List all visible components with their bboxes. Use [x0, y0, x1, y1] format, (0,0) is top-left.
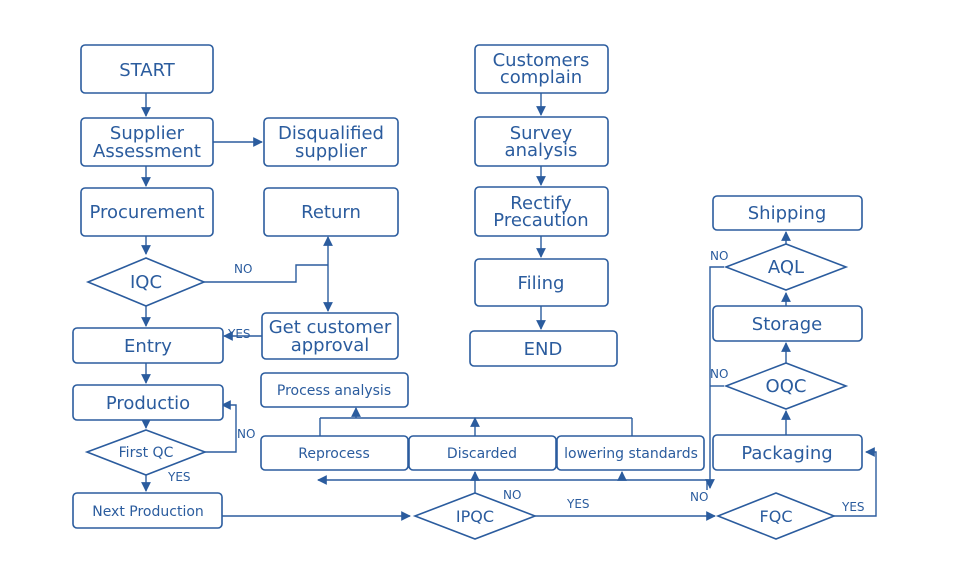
- node-start: START: [80, 44, 214, 94]
- node-rectify-precaution: Rectify Precaution: [474, 186, 609, 237]
- node-end-label: END: [524, 339, 563, 360]
- node-fqc: FQC: [715, 492, 837, 540]
- node-first-qc: First QC: [84, 429, 208, 476]
- node-approval-label-1: Get customer: [269, 317, 392, 338]
- edge-iqc-no: [204, 264, 328, 283]
- label-approval-yes: YES: [227, 327, 251, 341]
- edge-labels: NO YES NO YES NO YES NO YES NO NO: [167, 249, 865, 514]
- label-fqc-no: NO: [690, 490, 708, 504]
- node-process-analysis-label: Process analysis: [277, 383, 391, 399]
- node-next-production: Next Production: [72, 492, 223, 529]
- node-first-qc-label: First QC: [119, 445, 174, 461]
- edge-aql-no: [705, 266, 724, 489]
- node-approval-label-2: approval: [291, 335, 370, 356]
- node-iqc: IQC: [85, 257, 207, 307]
- label-fqc-yes: YES: [841, 500, 865, 514]
- connectors: [141, 93, 877, 521]
- node-aql-label: AQL: [768, 257, 804, 278]
- node-packaging: Packaging: [712, 434, 863, 471]
- node-reprocess: Reprocess: [260, 435, 409, 471]
- node-process-analysis: Process analysis: [260, 372, 409, 408]
- node-oqc-label: OQC: [766, 376, 807, 397]
- node-disqualified-supplier: Disqualified supplier: [263, 117, 399, 167]
- label-ipqc-yes: YES: [566, 497, 590, 511]
- node-packaging-label: Packaging: [741, 443, 832, 464]
- node-production-label: Productio: [106, 393, 190, 414]
- node-ipqc-label: IPQC: [456, 507, 494, 526]
- label-aql-no: NO: [710, 249, 728, 263]
- node-fqc-label: FQC: [760, 507, 793, 526]
- node-return: Return: [263, 187, 399, 237]
- node-disqualified-label-1: Disqualified: [278, 123, 384, 144]
- node-aql: AQL: [723, 243, 849, 291]
- node-oqc: OQC: [723, 362, 849, 410]
- node-storage: Storage: [712, 305, 863, 342]
- node-reprocess-label: Reprocess: [298, 446, 370, 462]
- node-ipqc: IPQC: [412, 492, 538, 540]
- node-supplier-assessment-label-2: Assessment: [93, 141, 201, 162]
- node-start-label: START: [119, 60, 176, 81]
- node-survey-label-2: analysis: [505, 140, 578, 161]
- node-customers-complain-label-2: complain: [500, 67, 582, 88]
- node-iqc-label: IQC: [130, 272, 162, 293]
- node-lowering-standards: lowering standards: [556, 435, 705, 471]
- label-iqc-no: NO: [234, 262, 252, 276]
- node-disqualified-label-2: supplier: [295, 141, 368, 162]
- node-customers-complain: Customers complain: [474, 44, 609, 94]
- node-shipping: Shipping: [712, 195, 863, 231]
- label-firstqc-yes: YES: [167, 470, 191, 484]
- edge-firstqc-no: [205, 400, 237, 453]
- node-return-label: Return: [301, 202, 361, 223]
- label-ipqc-no: NO: [503, 488, 521, 502]
- node-filing: Filing: [474, 258, 609, 307]
- node-next-production-label: Next Production: [92, 504, 204, 520]
- node-discarded-label: Discarded: [447, 446, 517, 462]
- node-get-customer-approval: Get customer approval: [261, 312, 399, 360]
- node-procurement-label: Procurement: [89, 202, 204, 223]
- node-procurement: Procurement: [80, 187, 214, 237]
- node-survey-analysis: Survey analysis: [474, 116, 609, 167]
- label-oqc-no: NO: [710, 367, 728, 381]
- node-entry: Entry: [72, 327, 224, 364]
- node-survey-label-1: Survey: [510, 123, 573, 144]
- node-supplier-assessment: Supplier Assessment: [80, 117, 214, 167]
- node-entry-label: Entry: [124, 336, 172, 357]
- label-firstqc-no: NO: [237, 427, 255, 441]
- node-lowering-standards-label: lowering standards: [564, 446, 698, 462]
- node-supplier-assessment-label-1: Supplier: [110, 123, 185, 144]
- node-filing-label: Filing: [518, 273, 565, 294]
- node-discarded: Discarded: [408, 435, 557, 471]
- node-storage-label: Storage: [752, 314, 822, 335]
- edge-fqc-yes: [834, 447, 877, 517]
- node-customers-complain-label-1: Customers: [493, 50, 590, 71]
- node-production: Productio: [72, 384, 224, 421]
- node-rectify-label-2: Precaution: [493, 210, 588, 231]
- node-shipping-label: Shipping: [748, 203, 827, 224]
- node-rectify-label-1: Rectify: [510, 193, 572, 214]
- node-end: END: [469, 330, 618, 367]
